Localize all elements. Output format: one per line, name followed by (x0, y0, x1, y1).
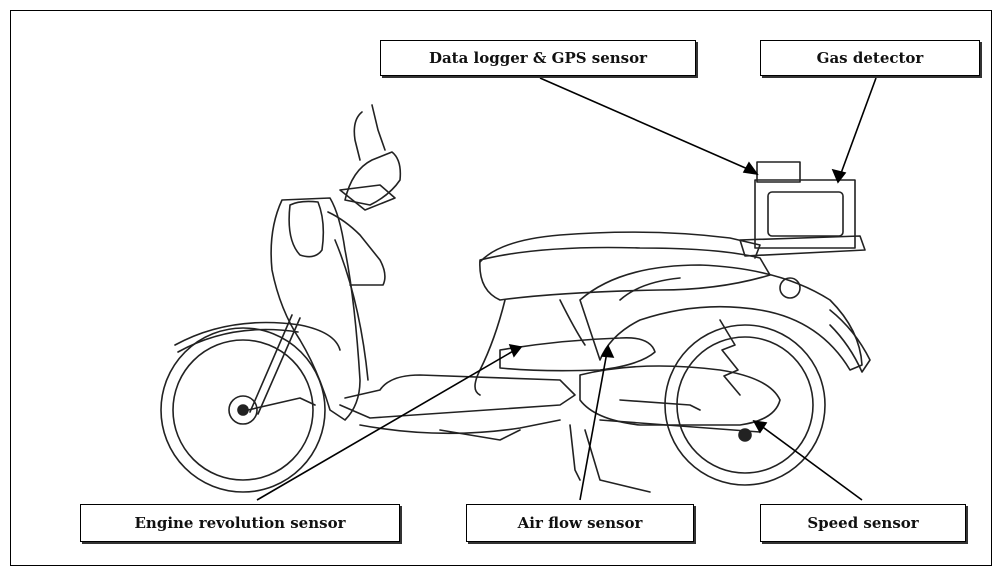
front-fender (174, 321, 341, 351)
handlebar (344, 151, 402, 206)
rear-fender (829, 309, 871, 373)
label-speed: Speed sensor (760, 504, 966, 542)
label-data-logger: Data logger & GPS sensor (380, 40, 696, 76)
label-air-flow: Air flow sensor (466, 504, 694, 542)
rear-cover (579, 264, 863, 371)
leader-engine-revolution (256, 349, 516, 501)
seat (479, 231, 761, 263)
rear-rack (739, 235, 866, 257)
label-engine-revolution: Engine revolution sensor (80, 504, 400, 542)
leader-speed (759, 424, 863, 501)
device-box (754, 161, 856, 249)
leg-shield (270, 197, 361, 421)
floorboard (339, 374, 576, 419)
rear-shock (719, 319, 741, 396)
engine-case (579, 365, 781, 426)
leader-air-flow (579, 351, 608, 501)
side-stand (569, 424, 651, 493)
leader-gas-detector (839, 77, 877, 177)
rear-wheel (664, 324, 826, 486)
front-wheel (160, 327, 326, 493)
leader-data-logger (539, 77, 751, 171)
body-panel (479, 246, 771, 301)
front-fork (249, 314, 301, 415)
figure-frame (10, 10, 992, 566)
label-gas-detector: Gas detector (760, 40, 980, 76)
